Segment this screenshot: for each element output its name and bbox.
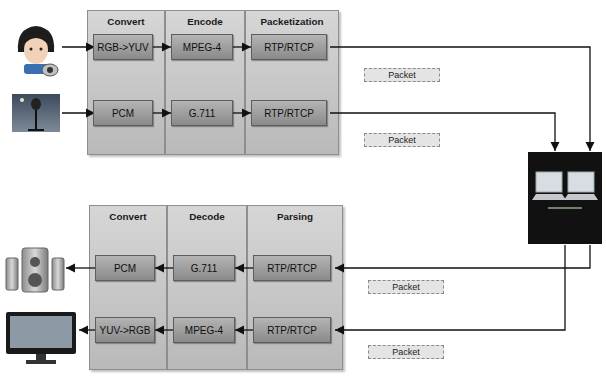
process-box: RTP/RTCP — [251, 100, 327, 126]
wire — [62, 47, 590, 330]
process-box: RGB->YUV — [93, 34, 153, 60]
speaker-icon — [6, 248, 64, 292]
process-label: G.711 — [191, 263, 218, 274]
flow-arrow — [155, 267, 173, 268]
stage-heading: Decode — [168, 211, 246, 222]
packet-label: Packet — [392, 282, 420, 292]
stage-heading: Encode — [166, 16, 244, 27]
process-label: PCM — [114, 263, 136, 274]
flow-arrow — [153, 46, 171, 47]
stage-panel: ParsingRTP/RTCP RTP/RTCP — [247, 205, 343, 370]
process-box: YUV->RGB — [95, 317, 155, 343]
process-box: MPEG-4 — [173, 317, 235, 343]
packet-label: Packet — [388, 135, 416, 145]
packet-box: Packet — [368, 345, 444, 359]
packet-box: Packet — [364, 133, 440, 147]
flow-arrow — [233, 46, 251, 47]
process-box: PCM — [93, 100, 153, 126]
packet-label: Packet — [392, 347, 420, 357]
process-label: PCM — [112, 108, 134, 119]
stage-panel: DecodeG.711MPEG-4 — [167, 205, 247, 370]
microphone-photo — [12, 94, 60, 132]
stage-panel: ConvertPCM YUV->RGB — [89, 205, 167, 370]
process-label: YUV->RGB — [100, 325, 151, 336]
packet-box: Packet — [368, 280, 444, 294]
stage-panel: PacketizationRTP/RTCP RTP/RTCP — [245, 10, 339, 155]
flow-arrow — [235, 329, 253, 330]
flow-arrow — [155, 329, 173, 330]
process-box: RTP/RTCP — [253, 255, 331, 281]
process-box: RTP/RTCP — [253, 317, 331, 343]
process-label: RTP/RTCP — [264, 42, 314, 53]
process-label: RGB->YUV — [97, 42, 148, 53]
network-icon — [528, 152, 602, 244]
process-label: RTP/RTCP — [264, 108, 314, 119]
process-label: MPEG-4 — [183, 42, 221, 53]
stage-panel: ConvertRGB->YUV PCM — [87, 10, 165, 155]
packet-label: Packet — [388, 70, 416, 80]
stage-heading: Convert — [90, 211, 166, 222]
flow-arrow — [235, 267, 253, 268]
process-box: G.711 — [171, 100, 233, 126]
stage-panel: EncodeMPEG-4G.711 — [165, 10, 245, 155]
webcam-icon — [18, 26, 58, 76]
stage-heading: Packetization — [246, 16, 338, 27]
monitor-icon — [6, 312, 76, 364]
packet-box: Packet — [364, 68, 440, 82]
process-label: RTP/RTCP — [267, 263, 317, 274]
process-box: RTP/RTCP — [251, 34, 327, 60]
process-label: RTP/RTCP — [267, 325, 317, 336]
process-box: PCM — [95, 255, 155, 281]
flow-arrow — [233, 112, 251, 113]
stage-heading: Parsing — [248, 211, 342, 222]
flow-arrow — [153, 112, 171, 113]
process-box: MPEG-4 — [171, 34, 233, 60]
process-label: MPEG-4 — [185, 325, 223, 336]
process-box: G.711 — [173, 255, 235, 281]
stage-heading: Convert — [88, 16, 164, 27]
process-label: G.711 — [189, 108, 216, 119]
